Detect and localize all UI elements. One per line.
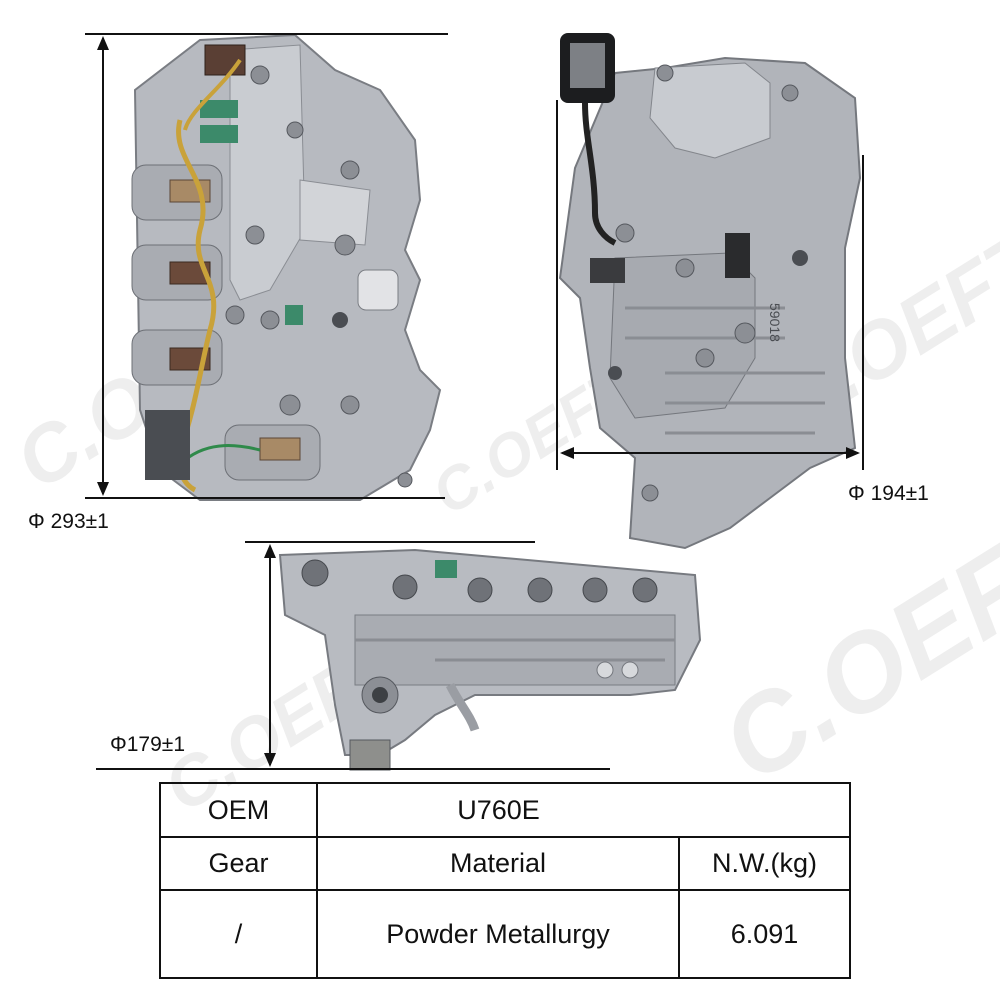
value-material: Powder Metallurgy xyxy=(316,889,680,979)
valve-body-front-photo xyxy=(131,33,442,501)
valve-body-top-photo xyxy=(278,548,702,771)
spec-table: OEM U760E Gear Material N.W.(kg) / Powde… xyxy=(159,782,851,979)
value-gear: / xyxy=(159,889,318,979)
oem-label: OEM xyxy=(159,782,318,838)
table-row: Gear Material N.W.(kg) xyxy=(159,836,851,891)
oem-value-spacer xyxy=(679,782,851,838)
value-net-weight: 6.091 xyxy=(678,889,851,979)
width-dimension-label: Φ 194±1 xyxy=(848,482,929,505)
table-row: OEM U760E xyxy=(159,782,851,838)
height-dimension-label: Φ 293±1 xyxy=(28,510,109,533)
header-material: Material xyxy=(316,836,680,891)
valve-body-side-photo: 59018 xyxy=(558,33,862,550)
table-row: / Powder Metallurgy 6.091 xyxy=(159,889,851,979)
casting-number: 59018 xyxy=(767,303,783,342)
width-dimension-line xyxy=(556,100,864,470)
height-dimension-line xyxy=(85,33,448,499)
depth-dimension-label: Φ179±1 xyxy=(110,733,185,756)
depth-dimension-line xyxy=(96,541,610,770)
header-net-weight: N.W.(kg) xyxy=(678,836,851,891)
oem-value: U760E xyxy=(316,782,679,838)
header-gear: Gear xyxy=(159,836,318,891)
